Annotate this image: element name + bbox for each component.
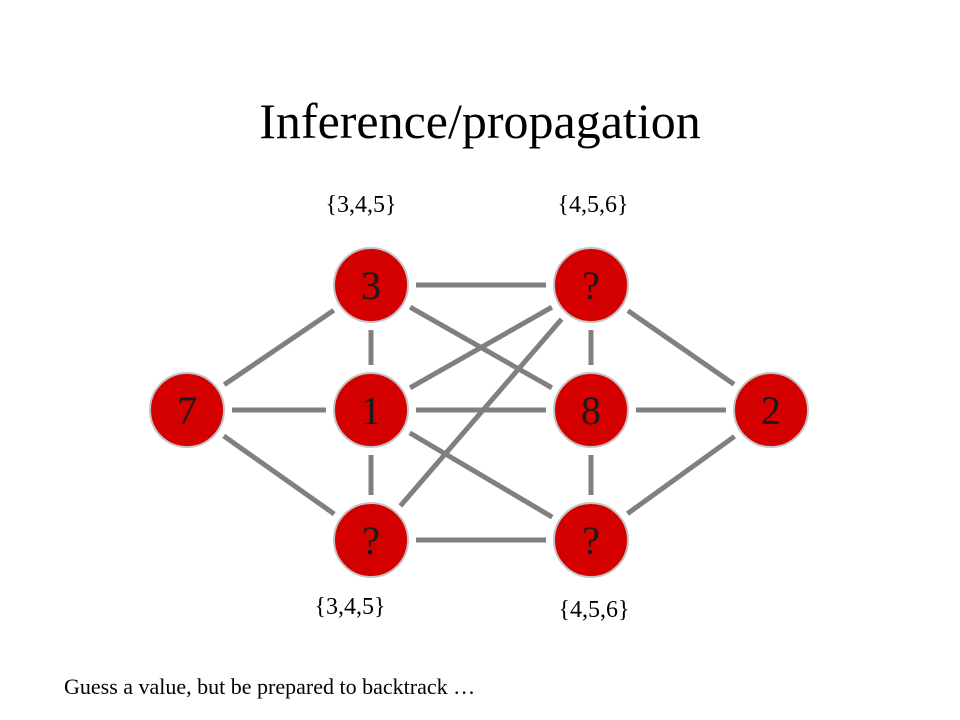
node-circle [733, 372, 809, 448]
edge-left-top-a [222, 308, 336, 387]
node-bottom-b: ? [553, 502, 629, 578]
node-label: ? [362, 518, 380, 563]
node-label: 8 [581, 388, 601, 433]
footer-note: Guess a value, but be prepared to backtr… [64, 674, 476, 699]
node-circle [333, 247, 409, 323]
edge-mid-a-top-b [408, 305, 554, 390]
edges [222, 282, 736, 543]
node-label: 7 [177, 388, 197, 433]
node-label: ? [582, 263, 600, 308]
nodes: 7 3 1?? 8? 2 [149, 247, 809, 578]
node-mid-b: 8 [553, 372, 629, 448]
node-label: 1 [361, 388, 381, 433]
domain-label-bottom-a: {3,4,5} [314, 594, 385, 620]
node-label: 2 [761, 388, 781, 433]
node-mid-a: 1 [333, 372, 409, 448]
domain-label-top-a: {3,4,5} [325, 192, 396, 218]
node-circle [333, 372, 409, 448]
node-label: ? [582, 518, 600, 563]
node-circle [149, 372, 225, 448]
node-label: 3 [361, 263, 381, 308]
node-bottom-a: ? [333, 502, 409, 578]
edge-bottom-b-right [626, 434, 736, 516]
domain-label-top-b: {4,5,6} [557, 192, 628, 218]
edge-left-bottom-a [222, 433, 336, 517]
slide-title: Inference/propagation [259, 93, 701, 149]
node-top-b: ? [553, 247, 629, 323]
node-left: 7 [149, 372, 225, 448]
edge-bottom-a-top-b [398, 317, 564, 508]
domain-label-bottom-b: {4,5,6} [558, 597, 629, 623]
node-top-a: 3 [333, 247, 409, 323]
edge-top-b-right [626, 308, 736, 387]
node-circle [553, 502, 629, 578]
node-right: 2 [733, 372, 809, 448]
node-circle [333, 502, 409, 578]
node-circle [553, 247, 629, 323]
edge-mid-a-bottom-b [408, 430, 554, 520]
node-circle [553, 372, 629, 448]
